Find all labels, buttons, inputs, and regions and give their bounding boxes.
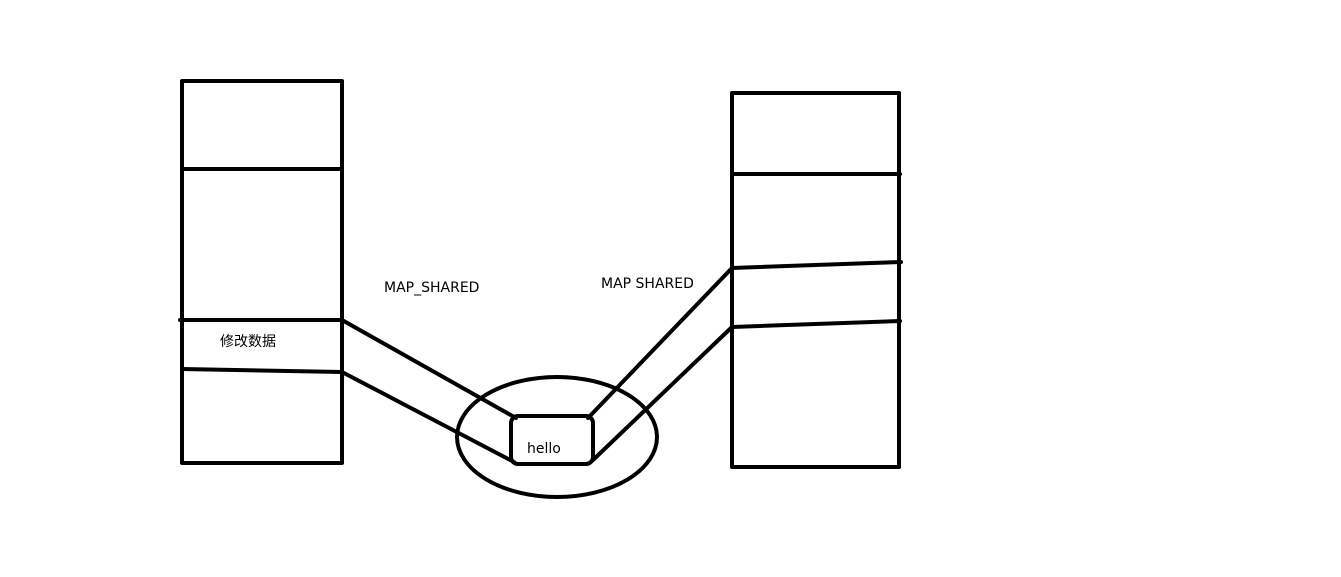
modify-data-label: 修改数据 — [220, 334, 276, 350]
shared-memory-ellipse — [455, 375, 659, 499]
right-mapping-label: MAP SHARED — [601, 276, 694, 292]
left-divider-low — [180, 367, 344, 374]
right-process-box — [730, 91, 901, 469]
right-process-memory — [730, 91, 903, 469]
right-connector-top — [586, 266, 734, 420]
shared-page-box — [509, 414, 595, 466]
right-mapping-connectors — [586, 266, 734, 462]
left-mapping-label: MAP_SHARED — [384, 280, 479, 296]
left-connector-top — [340, 318, 518, 420]
right-divider-mid — [730, 260, 903, 270]
left-connector-bottom — [340, 370, 516, 464]
left-process-box — [180, 79, 344, 465]
right-connector-bottom — [591, 325, 734, 462]
left-process-memory — [178, 79, 344, 465]
left-mapping-connectors — [340, 318, 518, 464]
shared-content-label: hello — [527, 441, 561, 457]
right-divider-low — [730, 319, 902, 329]
